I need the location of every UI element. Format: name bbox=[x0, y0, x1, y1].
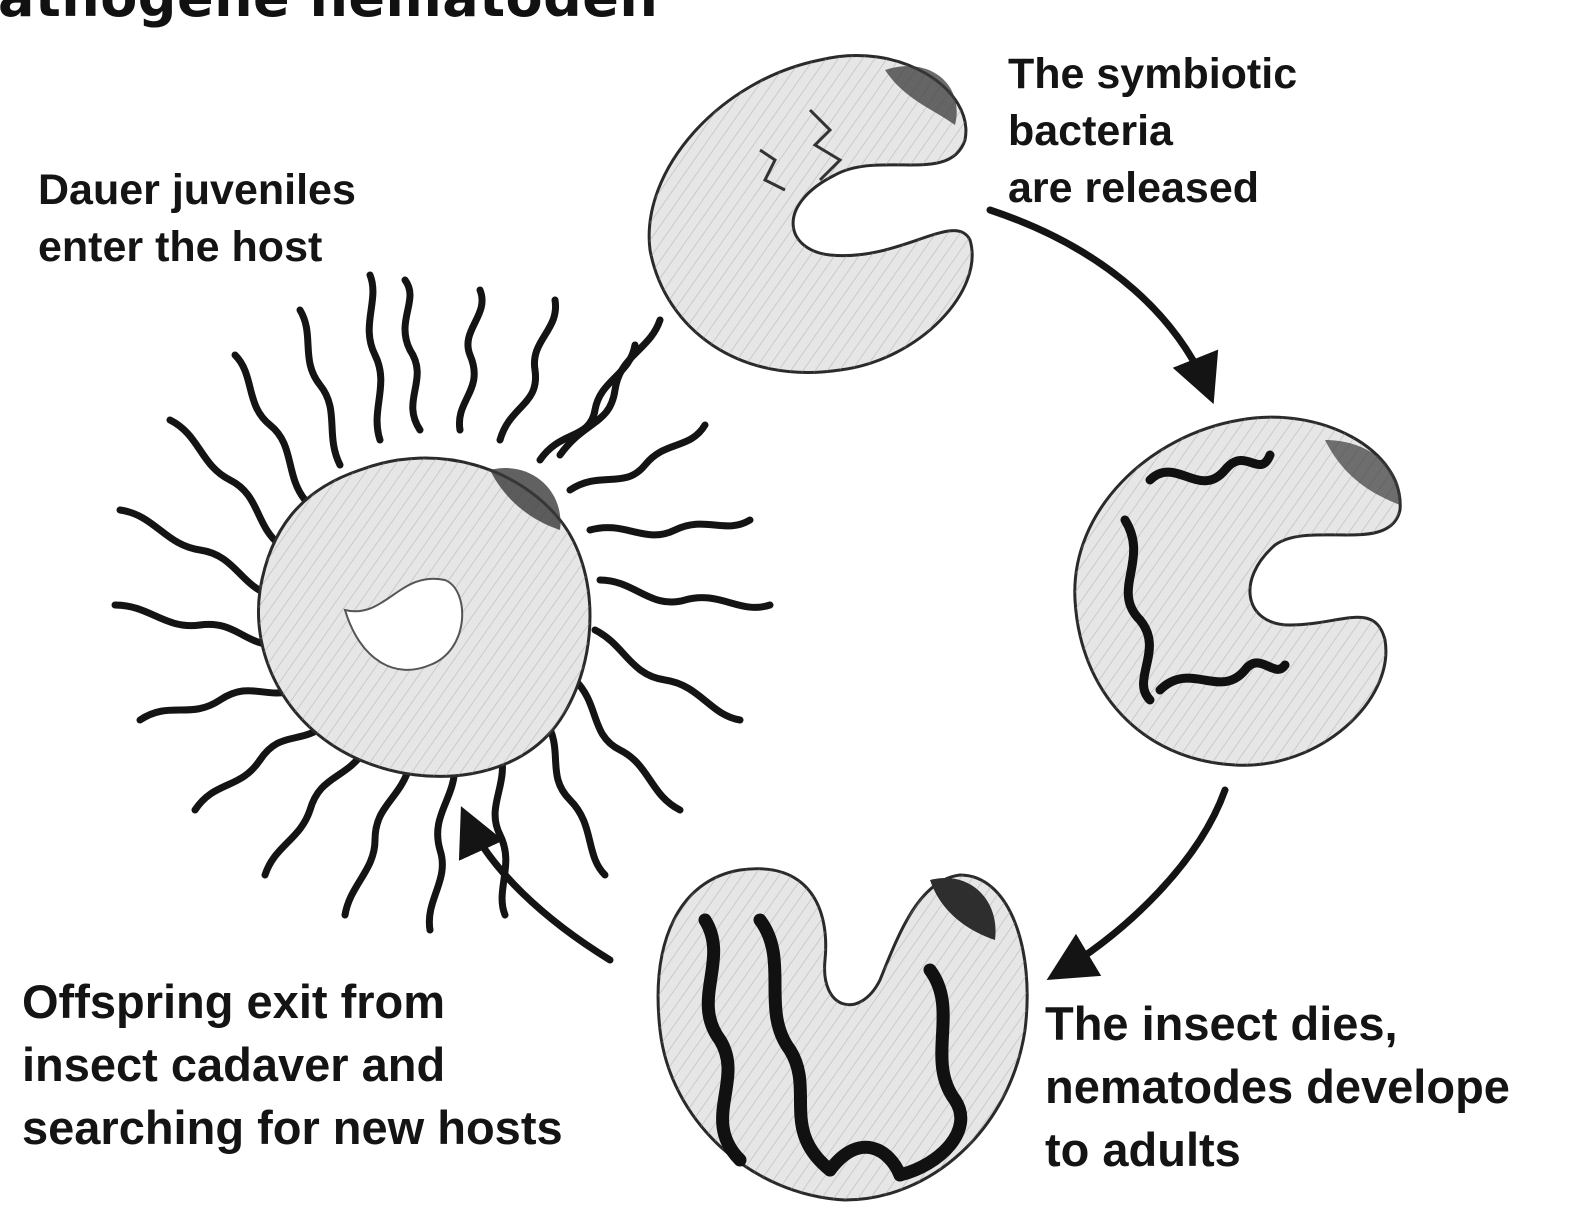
label-bacteria-released: The symbiotic bacteria are released bbox=[1008, 46, 1297, 217]
label-line: to adults bbox=[1045, 1118, 1510, 1181]
label-line: insect cadaver and bbox=[22, 1033, 563, 1096]
larva-top bbox=[649, 55, 972, 372]
label-line: are released bbox=[1008, 160, 1297, 217]
page-title: athogene nematoden bbox=[0, 0, 658, 29]
label-line: bacteria bbox=[1008, 103, 1297, 160]
label-dauer-juveniles: Dauer juveniles enter the host bbox=[38, 162, 356, 276]
label-insect-dies: The insect dies, nematodes develope to a… bbox=[1045, 992, 1510, 1181]
larva-right bbox=[1075, 417, 1401, 765]
label-line: The symbiotic bbox=[1008, 46, 1297, 103]
label-line: enter the host bbox=[38, 219, 356, 276]
label-line: Dauer juveniles bbox=[38, 162, 356, 219]
arrow-right-to-bottom bbox=[1055, 790, 1225, 975]
label-line: nematodes develope bbox=[1045, 1055, 1510, 1118]
larva-bottom bbox=[658, 869, 1027, 1200]
larva-left bbox=[115, 275, 770, 930]
arrow-top-to-right bbox=[990, 210, 1210, 395]
label-line: Offspring exit from bbox=[22, 970, 563, 1033]
label-line: The insect dies, bbox=[1045, 992, 1510, 1055]
label-line: searching for new hosts bbox=[22, 1096, 563, 1159]
label-offspring-exit: Offspring exit from insect cadaver and s… bbox=[22, 970, 563, 1159]
